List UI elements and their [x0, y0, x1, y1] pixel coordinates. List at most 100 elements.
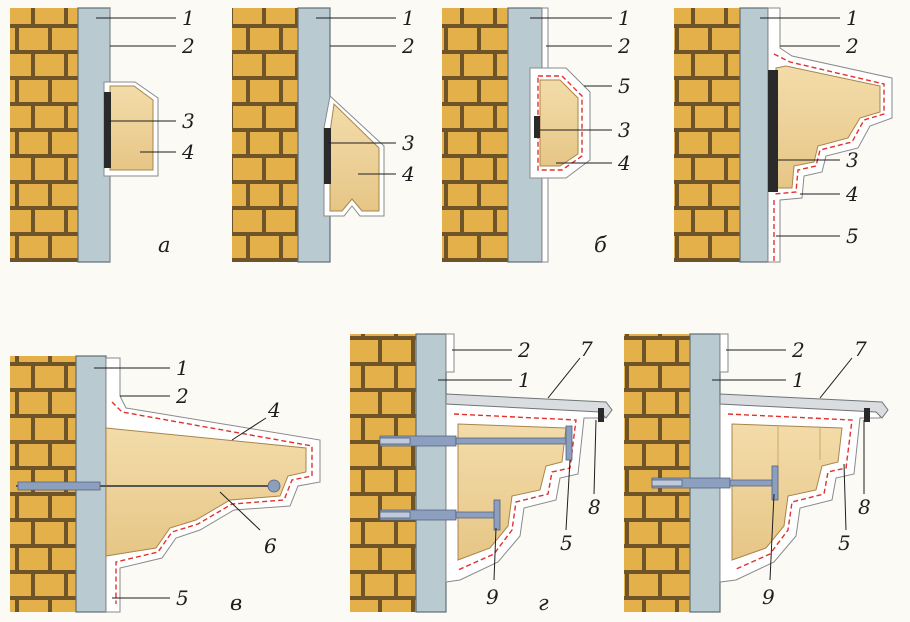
label-5: 5 [618, 74, 631, 98]
leader-line [493, 527, 497, 581]
label-5: 5 [846, 224, 859, 248]
label-4: 4 [617, 151, 631, 175]
dowel-upper [379, 425, 573, 461]
facade-coat [445, 333, 455, 373]
panel-b: 1 2 5 3 4 б [442, 6, 631, 263]
brick-wall [350, 334, 416, 612]
dowel-shaft [455, 437, 567, 445]
panel-a-variant: 1 2 3 4 [232, 6, 415, 263]
panel-v: 1 2 4 6 5 в [10, 355, 321, 615]
leader-line [843, 463, 847, 531]
dowel-single [651, 465, 779, 501]
metal-flashing [719, 393, 889, 419]
label-6: 6 [264, 534, 277, 558]
plaster-layer [689, 333, 721, 613]
dowel-lower [379, 499, 501, 531]
brick-wall [674, 8, 740, 262]
leader-line [819, 357, 853, 399]
leader-line [231, 417, 267, 441]
adhesive-layer [104, 92, 111, 168]
label-9: 9 [762, 585, 775, 609]
foam-element [539, 79, 579, 167]
metal-flashing [445, 393, 613, 419]
dowel-sleeve [17, 481, 101, 491]
label-1: 1 [182, 6, 195, 30]
anchor-head [267, 479, 281, 493]
leader-line [547, 357, 581, 399]
label-1: 1 [176, 356, 189, 380]
reinforcing-mesh [773, 53, 885, 195]
foam-element [731, 423, 843, 561]
dowel-head [771, 465, 779, 501]
drip-edge [598, 408, 604, 422]
panel-g-variant: 2 1 7 8 5 9 [624, 333, 889, 613]
screw [379, 437, 411, 445]
brick-wall [10, 8, 78, 262]
foam-element [457, 423, 567, 561]
dowel-shaft [729, 479, 773, 487]
caption-v: в [230, 591, 242, 615]
reinforcing-mesh [727, 413, 853, 571]
label-3: 3 [846, 148, 859, 172]
label-5: 5 [176, 586, 189, 610]
label-7: 7 [580, 337, 593, 361]
label-2: 2 [517, 338, 531, 362]
label-1: 1 [846, 6, 859, 30]
leader-line [219, 491, 261, 531]
brick-wall [232, 8, 298, 262]
screw [379, 511, 411, 519]
adhesive-layer [534, 116, 540, 138]
label-4: 4 [267, 398, 281, 422]
dowel-head [493, 499, 501, 531]
reinforcing-mesh [537, 75, 583, 171]
label-7: 7 [854, 337, 867, 361]
leader-line [769, 493, 775, 581]
panel-b-large: 1 2 3 4 5 [674, 6, 893, 263]
label-4: 4 [401, 162, 415, 186]
label-1: 1 [618, 6, 631, 30]
label-5: 5 [838, 531, 851, 555]
caption-a: а [158, 233, 171, 257]
panel-g: 2 1 7 8 5 9 г [350, 333, 613, 615]
caption-b: б [594, 233, 607, 257]
label-1: 1 [518, 368, 531, 392]
label-2: 2 [845, 34, 859, 58]
foam-element [775, 65, 881, 189]
label-5: 5 [560, 531, 573, 555]
brick-wall [624, 334, 690, 612]
drip-edge [864, 408, 870, 422]
label-2: 2 [175, 384, 189, 408]
label-8: 8 [858, 495, 871, 519]
foam-element [109, 85, 154, 171]
label-2: 2 [181, 34, 195, 58]
reinforcing-mesh [111, 401, 313, 604]
foam-element [105, 427, 307, 557]
facade-coat [719, 333, 729, 373]
plaster-layer [739, 7, 769, 263]
label-3: 3 [618, 118, 631, 142]
label-4: 4 [845, 182, 859, 206]
caption-g: г [538, 591, 549, 615]
label-1: 1 [402, 6, 415, 30]
reinforcing-mesh [453, 413, 577, 571]
dowel-shaft [455, 511, 495, 519]
label-9: 9 [486, 585, 499, 609]
dowel-head [565, 425, 573, 461]
plaster-layer [415, 333, 447, 613]
brick-wall [442, 8, 508, 262]
label-4: 4 [181, 140, 195, 164]
leader-line [593, 419, 597, 495]
adhesive-layer [768, 70, 778, 192]
screw [651, 479, 683, 487]
label-1: 1 [792, 368, 805, 392]
label-3: 3 [182, 109, 195, 133]
label-2: 2 [401, 34, 415, 58]
label-3: 3 [402, 131, 415, 155]
foam-element [329, 102, 380, 212]
adhesive-layer [324, 128, 331, 184]
label-8: 8 [588, 495, 601, 519]
label-2: 2 [791, 338, 805, 362]
panel-a: 1 2 3 4 а [10, 6, 195, 263]
label-2: 2 [617, 34, 631, 58]
